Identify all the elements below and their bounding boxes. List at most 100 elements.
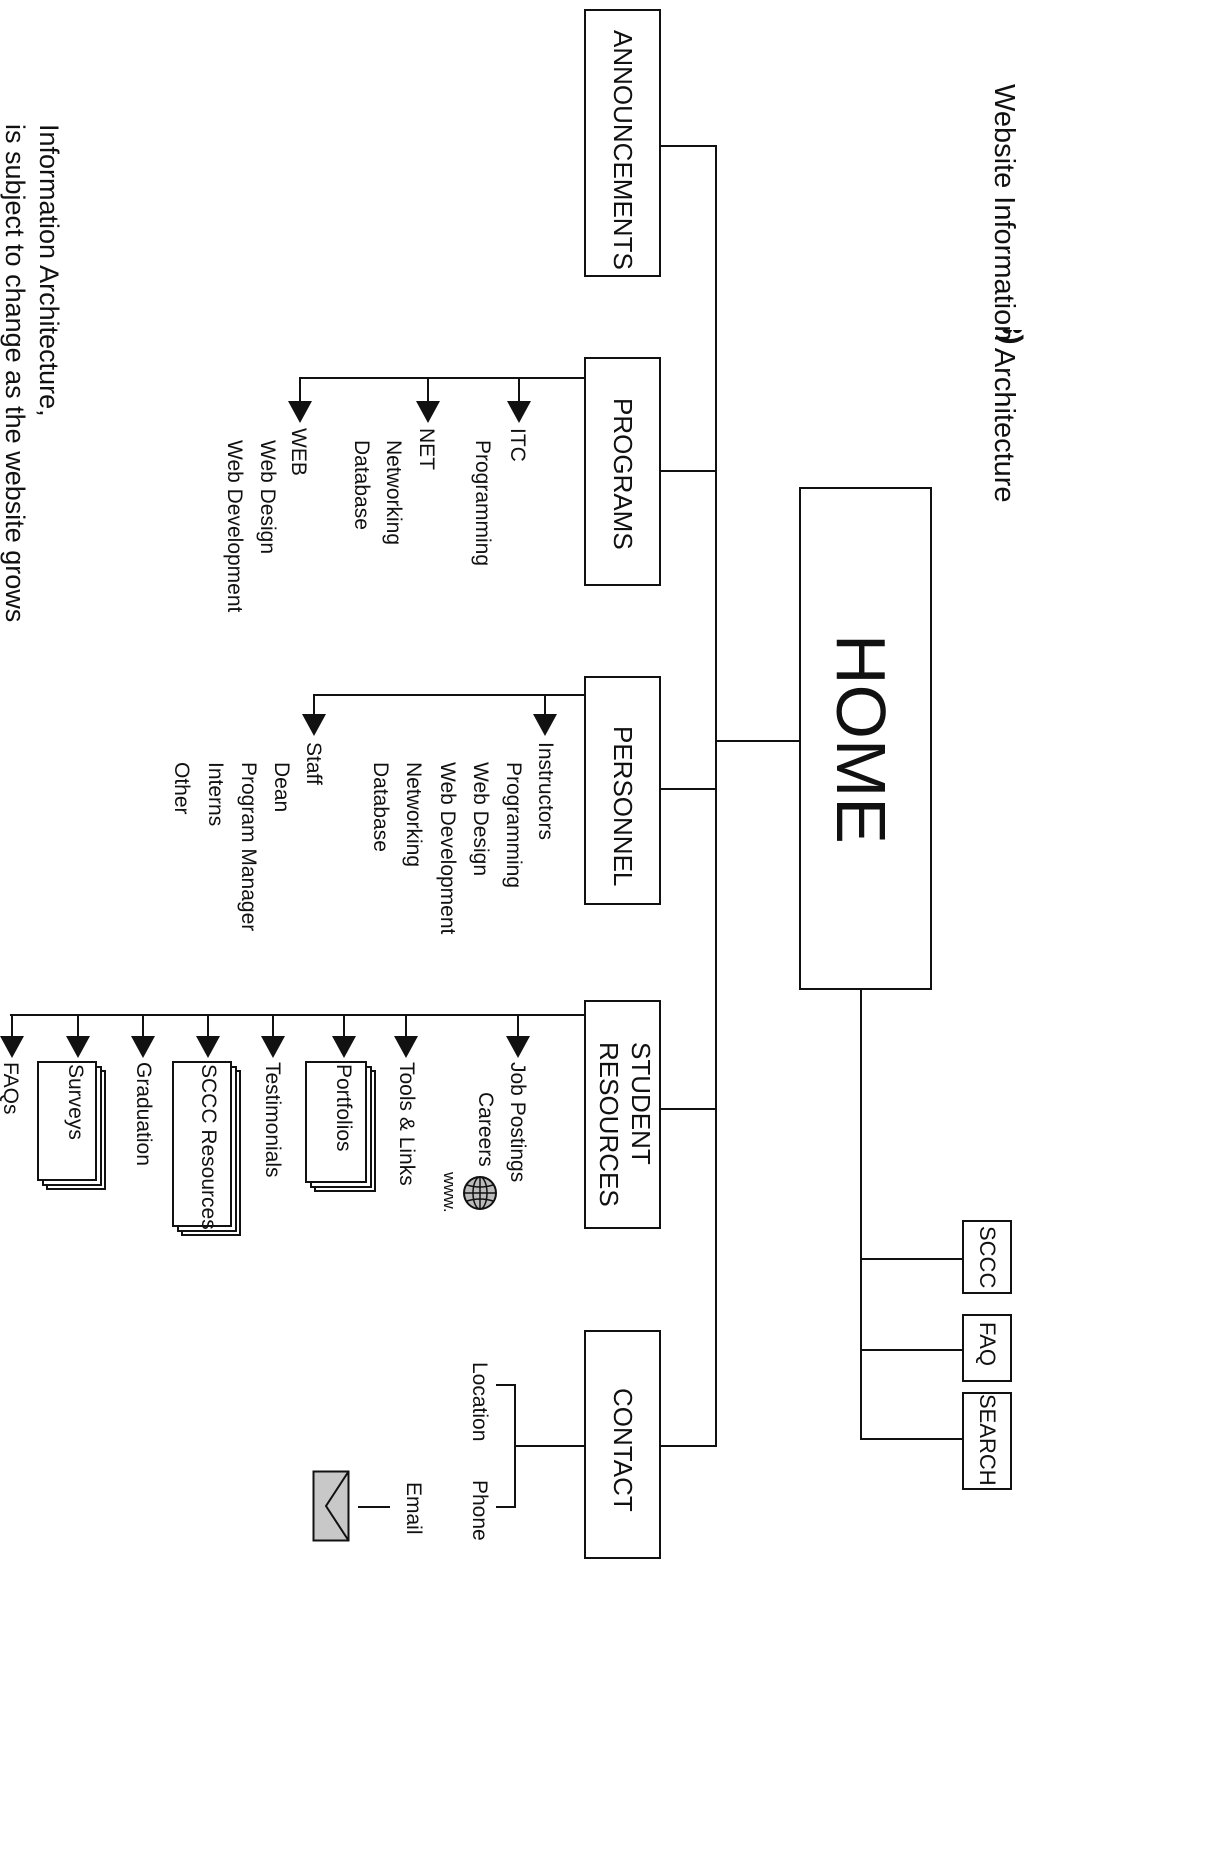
web-drop	[299, 377, 301, 403]
contact-label: CONTACT	[608, 1388, 638, 1512]
faqs-drop	[11, 1014, 13, 1038]
net-heading: NET	[415, 428, 438, 470]
surveys-stack-sheet-1	[37, 1061, 97, 1181]
phone-tick	[496, 1506, 516, 1508]
location-label: Location	[468, 1362, 491, 1442]
location-tick	[496, 1384, 516, 1386]
diagram-title: Website Information Architecture	[988, 84, 1020, 503]
faq-utility-label: FAQ	[975, 1322, 1000, 1367]
itc-item-programming: Programming	[471, 440, 494, 567]
contact-branch-link	[515, 1445, 584, 1447]
student-resources-node	[584, 1000, 661, 1229]
sccc-utility-node	[962, 1220, 1012, 1294]
programs-branch-line	[300, 377, 584, 379]
student-resources-label-line-2: RESOURCES	[594, 1042, 624, 1207]
staff-item-dean: Dean	[270, 762, 293, 813]
contact-bracket	[514, 1384, 516, 1508]
sccc-resources-label: SCCC Resources	[197, 1064, 220, 1230]
surveys-drop	[77, 1014, 79, 1038]
globe-icon	[463, 1176, 497, 1210]
announcements-node	[584, 9, 661, 277]
net-item-database: Database	[350, 440, 373, 530]
email-connector	[358, 1506, 390, 1508]
phone-label: Phone	[468, 1480, 491, 1541]
net-drop	[427, 377, 429, 403]
contact-connector	[660, 1445, 717, 1447]
tools-links-drop	[405, 1014, 407, 1038]
contact-node	[584, 1330, 661, 1559]
sccc-resources-stack-sheet-1	[172, 1061, 232, 1227]
announcements-connector	[660, 145, 717, 147]
staff-item-program-manager: Program Manager	[237, 762, 260, 932]
faq-utility-node	[962, 1314, 1012, 1382]
home-section-link	[716, 740, 799, 742]
net-item-networking: Networking	[382, 440, 405, 546]
instructors-drop	[544, 694, 546, 716]
search-utility-node	[962, 1392, 1012, 1490]
footnote-line-2: is subject to change as the website grow…	[0, 124, 30, 623]
staff-drop	[313, 694, 315, 716]
portfolios-stack-sheet-1	[305, 1061, 367, 1183]
instructor-item-networking: Networking	[402, 762, 425, 868]
sccc-connector	[860, 1258, 962, 1260]
home-node	[799, 487, 932, 990]
web-arrow	[288, 401, 312, 423]
instructor-item-programming: Programming	[502, 762, 525, 889]
search-utility-label: SEARCH	[975, 1394, 1000, 1486]
email-label: Email	[402, 1482, 425, 1535]
itc-drop	[518, 377, 520, 403]
surveys-arrow	[66, 1036, 90, 1058]
personnel-connector	[660, 788, 717, 790]
staff-item-interns: Interns	[204, 762, 227, 827]
tools-links-arrow	[394, 1036, 418, 1058]
instructors-arrow	[533, 714, 557, 736]
graduation-arrow	[131, 1036, 155, 1058]
section-trunk	[715, 145, 717, 1447]
faq-connector	[860, 1349, 962, 1351]
instructor-item-web-development: Web Development	[436, 762, 459, 935]
footnote-line-1: Information Architecture,	[34, 124, 64, 417]
search-connector	[860, 1438, 962, 1440]
job-postings-arrow	[506, 1036, 530, 1058]
itc-heading: ITC	[506, 428, 529, 462]
home-utility-trunk	[860, 990, 862, 1440]
testimonials-arrow	[261, 1036, 285, 1058]
staff-item-other: Other	[170, 762, 193, 815]
sccc-utility-label: SCCC	[975, 1226, 1000, 1289]
personnel-branch-line	[313, 694, 584, 696]
instructor-item-database: Database	[369, 762, 392, 852]
faqs-label: FAQs	[0, 1062, 22, 1115]
programs-label: PROGRAMS	[608, 398, 638, 550]
net-arrow	[416, 401, 440, 423]
graduation-label: Graduation	[132, 1062, 155, 1166]
programs-node	[584, 357, 661, 586]
staff-arrow	[302, 714, 326, 736]
student-resources-label-line-1: STUDENT	[626, 1042, 656, 1165]
portfolios-drop	[343, 1014, 345, 1038]
web-item-web-design: Web Design	[256, 440, 279, 555]
job-postings-label: Job Postings	[506, 1062, 529, 1183]
personnel-label: PERSONNEL	[608, 726, 638, 887]
student-resources-branch-line	[10, 1014, 584, 1016]
surveys-label: Surveys	[64, 1064, 87, 1140]
job-postings-drop	[517, 1014, 519, 1038]
faqs-arrow	[0, 1036, 24, 1058]
testimonials-drop	[272, 1014, 274, 1038]
graduation-drop	[142, 1014, 144, 1038]
staff-heading: Staff	[302, 742, 325, 785]
careers-label: Careers	[474, 1092, 497, 1167]
personnel-node	[584, 676, 661, 905]
home-label: HOME	[822, 634, 900, 844]
student-resources-connector	[660, 1108, 717, 1110]
envelope-icon	[312, 1470, 350, 1542]
itc-arrow	[507, 401, 531, 423]
instructors-heading: Instructors	[534, 742, 557, 841]
announcements-label: ANNOUNCEMENTS	[608, 30, 638, 270]
sccc-resources-drop	[207, 1014, 209, 1038]
tools-links-label: Tools & Links	[395, 1062, 418, 1186]
web-item-web-development: Web Development	[223, 440, 246, 613]
portfolios-label: Portfolios	[332, 1064, 355, 1152]
sccc-resources-arrow	[196, 1036, 220, 1058]
www-label: www.	[440, 1172, 459, 1213]
